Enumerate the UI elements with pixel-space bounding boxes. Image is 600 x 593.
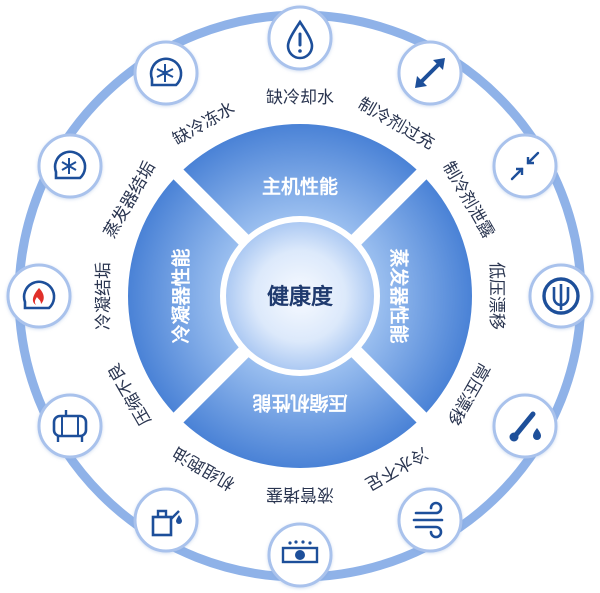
snowflake-fan-icon[interactable] [133,40,199,106]
quadrant-sector-host[interactable] [183,123,417,235]
oil-can-icon[interactable] [133,487,199,553]
airflow-icon[interactable] [397,487,463,553]
quadrant-sector-evaporator[interactable] [361,179,472,413]
fault-label: 液管堵塞 [266,484,334,504]
pipe-blockage-icon[interactable] [267,522,333,588]
quadrant-label-evaporator: 蒸发器性能 [388,248,411,343]
flame-pump-icon[interactable] [6,263,72,329]
fault-label: 冷凝结垢 [94,262,114,330]
quadrant-label-condenser: 冷凝器性能 [170,248,193,343]
fault-label: 低压漂移 [486,262,506,330]
compressor-icon[interactable] [37,393,103,459]
fault-label: 缺冷却水 [266,88,334,108]
hub-label: 健康度 [267,284,334,310]
hub-circle [226,222,374,370]
diagonal-arrows-icon[interactable] [397,40,463,106]
inward-arrows-icon[interactable] [492,133,558,199]
gauge-low-icon[interactable] [528,263,594,329]
quadrant-label-host: 主机性能 [262,175,338,198]
thermometer-drop-icon[interactable] [492,393,558,459]
snow-pump-icon[interactable] [37,133,103,199]
quadrant-sector-compressor[interactable] [183,357,417,468]
icon-badges [6,5,594,588]
droplet-alert-icon[interactable] [267,5,333,71]
quadrant-label-compressor: 压缩机性能 [252,392,347,415]
quadrant-sector-condenser[interactable] [127,179,239,413]
